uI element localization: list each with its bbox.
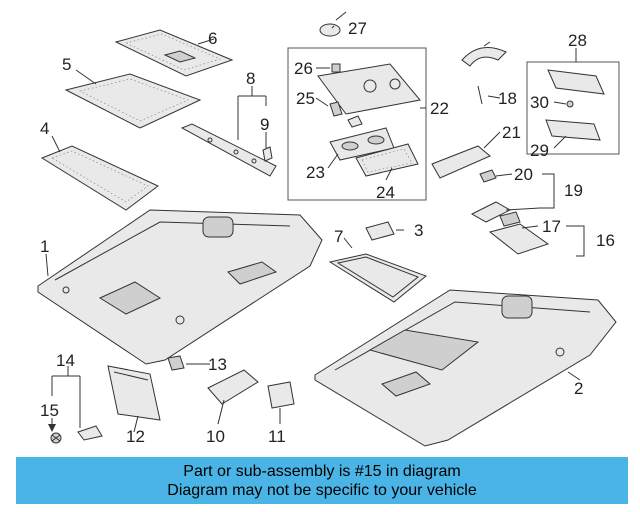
part-30-bulb: [566, 100, 574, 108]
part-6-panel: [114, 29, 234, 77]
part-9-clip: [262, 146, 273, 162]
part-22-console: [317, 63, 421, 115]
part-26-clip: [331, 63, 341, 73]
part-11-clip: [267, 381, 295, 409]
part-22-group-box: [287, 47, 427, 201]
part-12-visor: [107, 365, 161, 421]
callout-4: 4: [40, 119, 49, 138]
callout-15: 15: [40, 401, 59, 420]
callout-20: 20: [514, 165, 533, 184]
part-29-lens: [545, 119, 601, 141]
callout-13: 13: [208, 355, 227, 374]
callout-12: 12: [126, 427, 145, 446]
part-5-panel: [64, 73, 202, 129]
callout-2: 2: [574, 379, 583, 398]
part-18-handle: [461, 41, 507, 105]
callout-25: 25: [296, 89, 315, 108]
part-25-bulb: [329, 101, 363, 128]
part-10-bracket: [207, 369, 259, 405]
part-14-clip: [77, 425, 103, 441]
callout-26: 26: [294, 59, 313, 78]
callout-30: 30: [530, 93, 549, 112]
callout-6: 6: [208, 29, 217, 48]
part-27-cap: [319, 11, 347, 37]
part-2-headliner: [314, 289, 617, 447]
banner-line-1: Part or sub-assembly is #15 in diagram: [183, 462, 461, 480]
callout-16: 16: [596, 231, 615, 250]
callout-3: 3: [414, 221, 423, 240]
part-17-lamp: [488, 211, 550, 255]
part-15-screw: [50, 432, 62, 444]
callout-27: 27: [348, 19, 367, 38]
part-7-frame: [328, 253, 427, 303]
callout-14: 14: [56, 351, 75, 370]
part-3-bracket: [365, 221, 395, 241]
info-banner: Part or sub-assembly is #15 in diagram D…: [16, 457, 628, 504]
part-24-grille: [355, 143, 419, 177]
callout-11: 11: [268, 427, 286, 446]
callout-10: 10: [206, 427, 225, 446]
callout-23: 23: [306, 163, 325, 182]
parts-diagram: 1 2 3 4 5 6 7 8 9 10 11 12 13 14 15 16 1…: [37, 11, 620, 447]
part-21-bracket: [431, 145, 491, 179]
leader-lines: [45, 25, 585, 433]
callout-1: 1: [40, 237, 49, 256]
part-28-lamp: [547, 69, 605, 95]
part-8-strip: [180, 123, 277, 177]
callout-21: 21: [502, 123, 521, 142]
callout-7: 7: [334, 227, 343, 246]
callout-labels: 1 2 3 4 5 6 7 8 9 10 11 12 13 14 15 16 1…: [40, 19, 615, 446]
callout-8: 8: [246, 69, 255, 88]
callout-29: 29: [530, 141, 549, 160]
callout-18: 18: [498, 89, 517, 108]
callout-22: 22: [430, 99, 449, 118]
callout-17: 17: [542, 217, 561, 236]
part-13-holder: [167, 355, 185, 371]
callout-28: 28: [568, 31, 587, 50]
part-1-headliner: [37, 209, 323, 365]
part-4-panel: [40, 145, 159, 211]
part-20-connector: [479, 169, 497, 183]
callout-9: 9: [260, 115, 269, 134]
callout-24: 24: [376, 183, 395, 202]
callout-19: 19: [564, 181, 583, 200]
part-28-group-box: [526, 61, 620, 155]
banner-line-2: Diagram may not be specific to your vehi…: [167, 481, 477, 499]
callout-5: 5: [62, 55, 71, 74]
